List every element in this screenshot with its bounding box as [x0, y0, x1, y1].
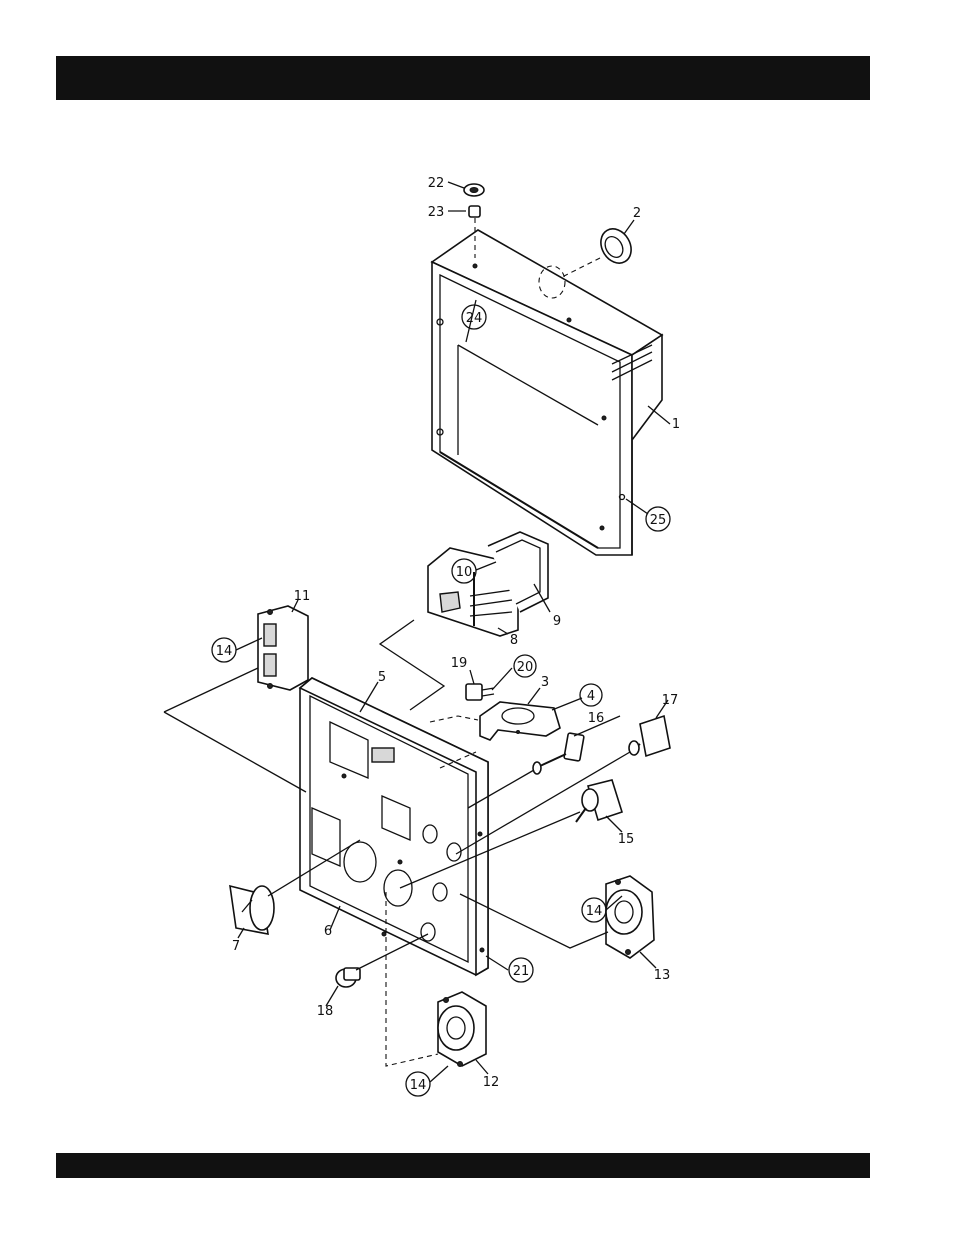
svg-text:11: 11: [294, 589, 311, 604]
svg-text:20: 20: [517, 660, 534, 675]
callout-23: 23: [428, 205, 445, 220]
callout-21: 21: [509, 958, 533, 982]
toggle-switch-16: [533, 733, 584, 774]
callout-14-receptacle-13: 14: [582, 898, 606, 922]
svg-text:5: 5: [378, 670, 386, 685]
callout-25: 25: [646, 507, 670, 531]
svg-text:10: 10: [456, 565, 473, 580]
callout-19: 19: [451, 656, 468, 671]
callout-8: 8: [510, 633, 518, 648]
mounting-bracket-3: [480, 702, 560, 740]
svg-text:23: 23: [428, 205, 445, 220]
svg-text:15: 15: [618, 832, 635, 847]
svg-text:17: 17: [662, 693, 679, 708]
svg-text:9: 9: [553, 614, 561, 629]
svg-text:16: 16: [588, 711, 605, 726]
callout-11: 11: [294, 589, 311, 604]
cap-22: [464, 184, 484, 196]
svg-text:7: 7: [232, 939, 240, 954]
svg-text:3: 3: [541, 675, 549, 690]
svg-text:4: 4: [587, 689, 595, 704]
svg-text:21: 21: [513, 964, 530, 979]
callout-15: 15: [618, 832, 635, 847]
pilot-lamp-18: [336, 968, 360, 987]
callout-18: 18: [317, 1004, 334, 1019]
callout-9: 9: [553, 614, 561, 629]
toggle-switch-17: [629, 716, 670, 756]
svg-text:12: 12: [483, 1075, 500, 1090]
svg-text:22: 22: [428, 176, 445, 191]
callout-6: 6: [324, 924, 332, 939]
svg-text:6: 6: [324, 924, 332, 939]
callout-5: 5: [378, 670, 386, 685]
meter-7: [230, 886, 274, 934]
callout-17: 17: [662, 693, 679, 708]
callout-13: 13: [654, 968, 671, 983]
svg-text:25: 25: [650, 513, 667, 528]
callout-14-receptacle-12: 14: [406, 1072, 430, 1096]
callout-14-receptacle-11: 14: [212, 638, 236, 662]
svg-text:14: 14: [586, 904, 603, 919]
callout-7: 7: [232, 939, 240, 954]
receptacle-12: [438, 992, 486, 1067]
svg-text:19: 19: [451, 656, 468, 671]
part-19: [466, 684, 494, 700]
svg-text:14: 14: [410, 1078, 427, 1093]
callout-12: 12: [483, 1075, 500, 1090]
callout-2: 2: [633, 206, 641, 221]
svg-text:2: 2: [633, 206, 641, 221]
control-box-housing: [432, 230, 662, 555]
callout-16: 16: [588, 711, 605, 726]
svg-text:1: 1: [672, 417, 680, 432]
svg-text:14: 14: [216, 644, 233, 659]
callout-22: 22: [428, 176, 445, 191]
toggle-switch-15: [576, 780, 622, 822]
duplex-receptacle-11: [258, 606, 308, 690]
callout-3: 3: [541, 675, 549, 690]
footer-bar: [56, 1153, 870, 1178]
callout-4: 4: [580, 684, 602, 706]
svg-text:24: 24: [466, 311, 483, 326]
callout-1: 1: [672, 417, 680, 432]
receptacle-13: [606, 876, 654, 958]
svg-text:13: 13: [654, 968, 671, 983]
svg-text:8: 8: [510, 633, 518, 648]
callout-20: 20: [514, 655, 536, 677]
svg-text:18: 18: [317, 1004, 334, 1019]
